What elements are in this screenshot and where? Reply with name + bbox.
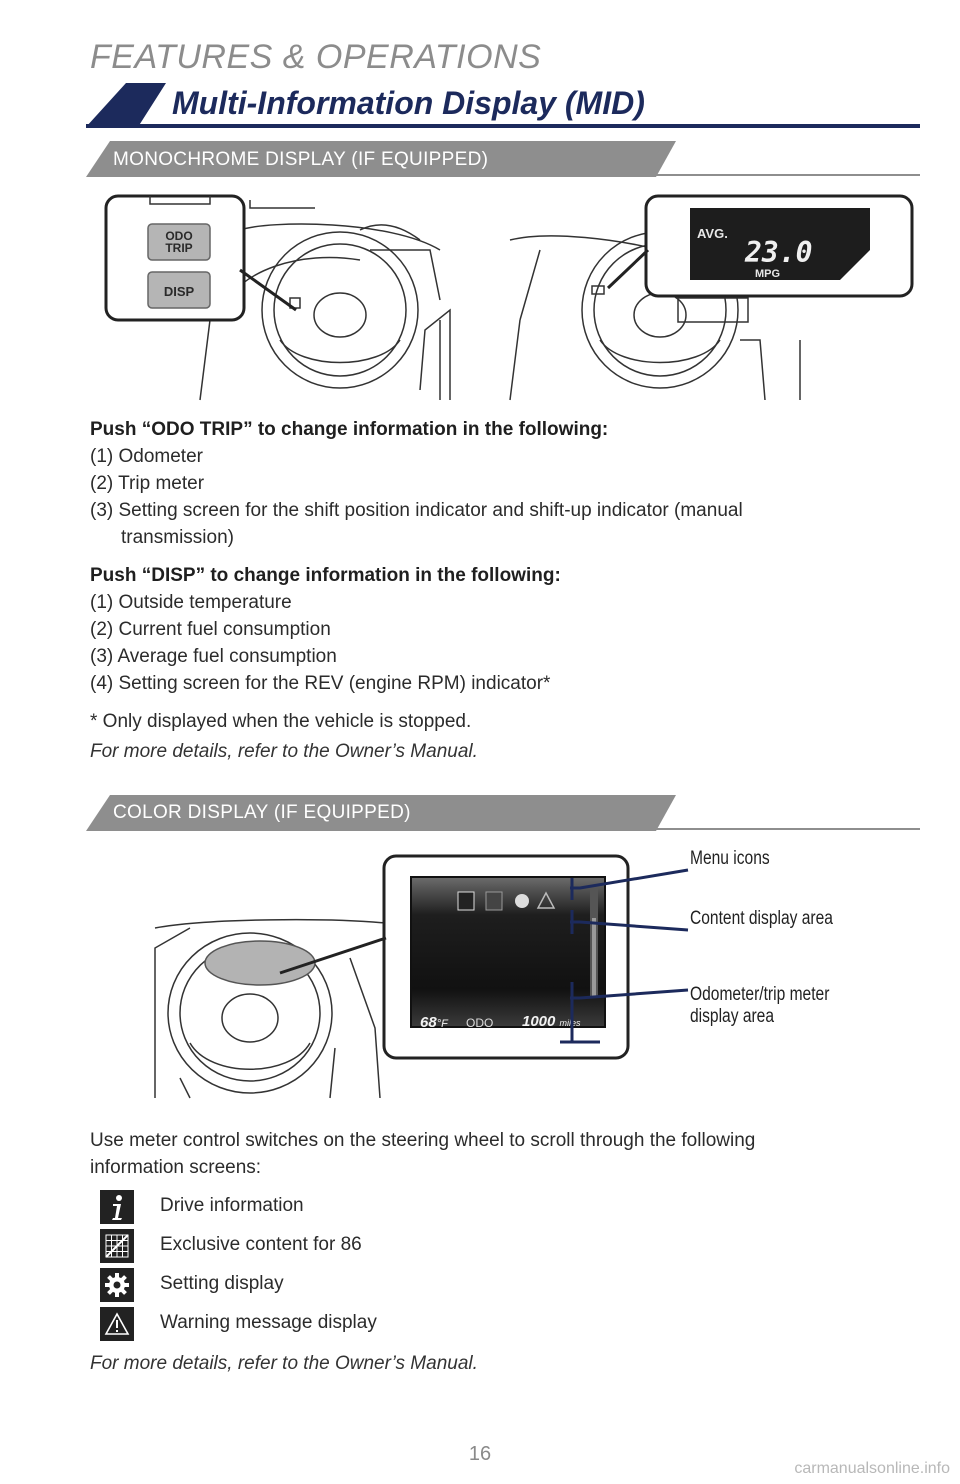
watermark: carmanualsonline.info xyxy=(794,1460,950,1477)
odo-item-2: (2) Trip meter xyxy=(90,473,205,494)
disp-heading: Push “DISP” to change information in the… xyxy=(90,565,561,586)
disp-item-4: (4) Setting screen for the REV (engine R… xyxy=(90,673,551,694)
page-title: Multi-Information Display (MID) xyxy=(172,85,645,121)
screen-unit-label: MPG xyxy=(755,268,781,280)
screen-avg-label: AVG. xyxy=(697,226,728,241)
legend-exclusive-content: Exclusive content for 86 xyxy=(160,1234,362,1255)
legend-warning-message: Warning message display xyxy=(160,1312,377,1333)
screen-odo-label: ODO xyxy=(466,1016,494,1030)
screen-mileage-unit: miles xyxy=(559,1018,581,1028)
legend-drive-information: Drive information xyxy=(160,1195,304,1216)
screen-temp-value: 68 xyxy=(420,1014,437,1031)
color-more-details: For more details, refer to the Owner’s M… xyxy=(90,1353,478,1374)
mono-section-label: MONOCHROME DISPLAY (IF EQUIPPED) xyxy=(113,149,489,170)
disp-item-3: (3) Average fuel consumption xyxy=(90,646,337,667)
callout-menu-icons: Menu icons xyxy=(690,848,770,869)
callout-content-area: Content display area xyxy=(690,908,833,929)
gear-icon xyxy=(100,1268,134,1302)
odo-item-3-cont: transmission) xyxy=(121,527,234,548)
mono-dashboard-illustration xyxy=(104,194,914,401)
odo-item-3: (3) Setting screen for the shift positio… xyxy=(90,500,743,521)
color-dashboard-illustration xyxy=(154,854,630,1099)
screen-temp-unit: °F xyxy=(436,1018,448,1030)
disp-item-1: (1) Outside temperature xyxy=(90,592,292,613)
screen-temperature: 68°F xyxy=(420,1014,448,1031)
page-number: 16 xyxy=(468,1443,492,1465)
section-title: FEATURES & OPERATIONS xyxy=(90,38,542,76)
color-intro-line2: information screens: xyxy=(90,1157,262,1178)
callout-odometer-line1: Odometer/trip meter xyxy=(690,984,830,1005)
disp-button: DISP xyxy=(163,284,195,299)
grid-chart-icon xyxy=(100,1229,134,1263)
callout-odometer-line2: display area xyxy=(690,1006,775,1027)
heading-bar xyxy=(86,83,920,128)
footnote: * Only displayed when the vehicle is sto… xyxy=(90,711,472,732)
callout-lines xyxy=(560,868,689,1044)
odo-trip-button-line1: ODO xyxy=(165,229,193,243)
odo-heading: Push “ODO TRIP” to change information in… xyxy=(90,419,609,440)
mono-label-bar xyxy=(86,141,920,177)
screen-mileage-value: 1000 xyxy=(522,1013,556,1030)
color-intro-line1: Use meter control switches on the steeri… xyxy=(90,1130,756,1151)
color-section-label: COLOR DISPLAY (IF EQUIPPED) xyxy=(113,802,411,823)
color-label-bar xyxy=(86,795,920,831)
odo-item-1: (1) Odometer xyxy=(90,446,203,467)
disp-item-2: (2) Current fuel consumption xyxy=(90,619,331,640)
warning-icon xyxy=(100,1307,134,1341)
odo-trip-button: ODO TRIP xyxy=(148,230,210,254)
odo-trip-button-line2: TRIP xyxy=(165,241,193,255)
legend-setting-display: Setting display xyxy=(160,1273,284,1294)
screen-fuel-value: 23.0 xyxy=(745,236,813,269)
mono-more-details: For more details, refer to the Owner’s M… xyxy=(90,741,478,762)
info-icon xyxy=(100,1190,134,1224)
screen-mileage: 1000 miles xyxy=(522,1013,581,1030)
